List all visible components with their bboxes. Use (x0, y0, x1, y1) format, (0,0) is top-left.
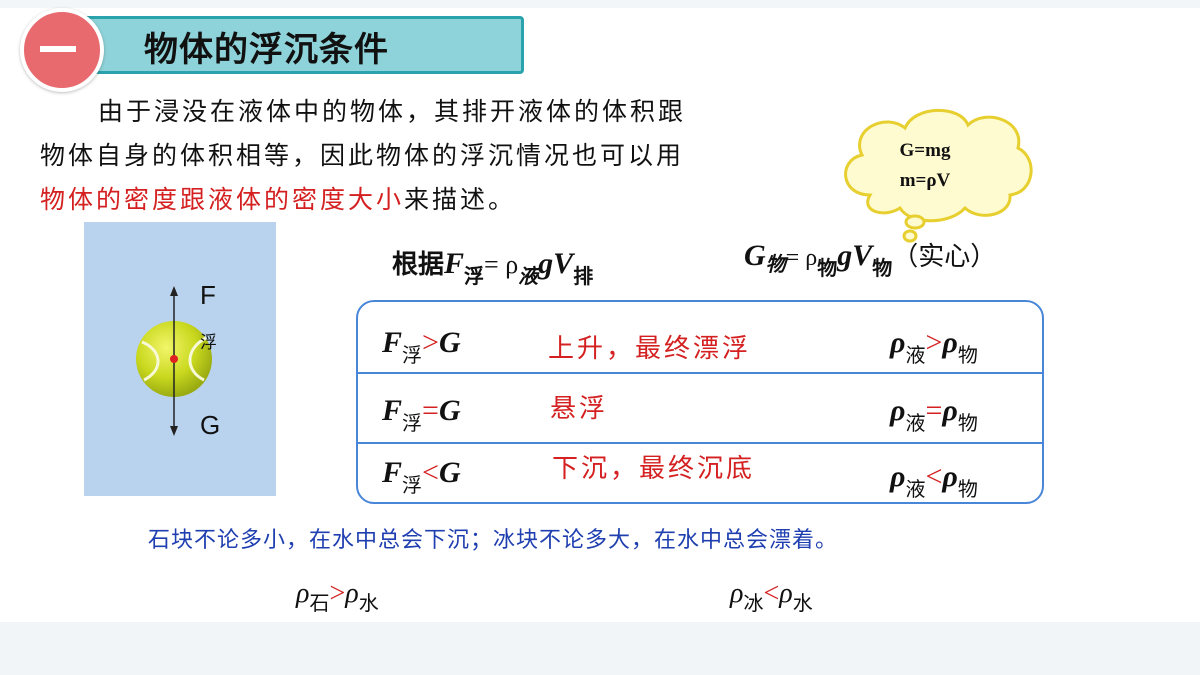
section-number (40, 46, 76, 52)
formula-note: （实心） (892, 242, 997, 272)
table-row-density: ρ液>ρ物 (890, 326, 978, 367)
intro-line-1: 由于浸没在液体中的物体，其排开液体的体积跟 (98, 97, 687, 126)
table-row-condition: F浮>G (382, 326, 461, 367)
page-title: 物体的浮沉条件 (144, 30, 389, 70)
footer-band (0, 622, 1200, 675)
formula-rho-sub-2: 物 (817, 256, 838, 280)
intro-line-3: 来描述。 (404, 185, 517, 214)
intro-paragraph: 由于浸没在液体中的物体，其排开液体的体积跟 物体自身的体积相等，因此物体的浮沉情… (40, 90, 820, 222)
up-arrow-icon (170, 286, 178, 296)
table-row-result: 悬浮 (550, 394, 609, 424)
formula-rho-sub: 液 (518, 264, 539, 288)
table-row-result: 上升，最终漂浮 (548, 334, 752, 364)
ice-water-comparison: ρ冰<ρ水 (730, 578, 813, 615)
formula-F-sub: 浮 (464, 264, 485, 288)
summary-text: 石块不论多小，在水中总会下沉；冰块不论多大，在水中总会漂着。 (148, 528, 839, 553)
force-diagram (136, 286, 212, 436)
table-divider (356, 372, 1044, 374)
cloud-formula-1: G=mg (899, 140, 951, 161)
title-bar (60, 16, 524, 74)
buoyancy-label-sub: 浮 (200, 333, 217, 353)
formula-prefix: 根据 (392, 250, 445, 280)
formula-G-sub: 物 (765, 252, 786, 276)
formula-gV: gV (538, 247, 574, 280)
intro-highlight: 物体的密度跟液体的密度大小 (40, 185, 405, 214)
formula-eq: = ρ (484, 250, 519, 279)
formula-G: G (744, 239, 766, 272)
table-row-result: 下沉，最终沉底 (552, 454, 756, 484)
gravity-label: G (200, 410, 221, 440)
intro-line-2: 物体自身的体积相等，因此物体的浮沉情况也可以用 (40, 141, 685, 170)
down-arrow-icon (170, 426, 178, 436)
stone-water-comparison: ρ石>ρ水 (296, 578, 379, 615)
formula-V-sub: 排 (573, 264, 594, 288)
table-divider (356, 442, 1044, 444)
buoyancy-formula: 根据F浮= ρ液gV排 (392, 244, 593, 288)
formula-V-sub-2: 物 (872, 256, 893, 280)
top-strip (0, 0, 1200, 8)
formula-F: F (444, 247, 465, 280)
table-row-density: ρ液<ρ物 (890, 460, 978, 501)
condition-table (356, 300, 1044, 504)
table-row-condition: F浮=G (382, 394, 461, 435)
table-row-condition: F浮<G (382, 456, 461, 497)
gravity-formula: G物= ρ物gV物（实心） (744, 236, 997, 280)
table-row-density: ρ液=ρ物 (890, 394, 978, 435)
formula-gV-2: gV (837, 239, 873, 272)
buoyancy-label: F (200, 280, 216, 310)
cloud-formula-2: m=ρV (899, 170, 951, 191)
formula-eq-2: = ρ (785, 245, 818, 271)
center-point (170, 355, 178, 363)
thought-cloud (844, 108, 1033, 243)
